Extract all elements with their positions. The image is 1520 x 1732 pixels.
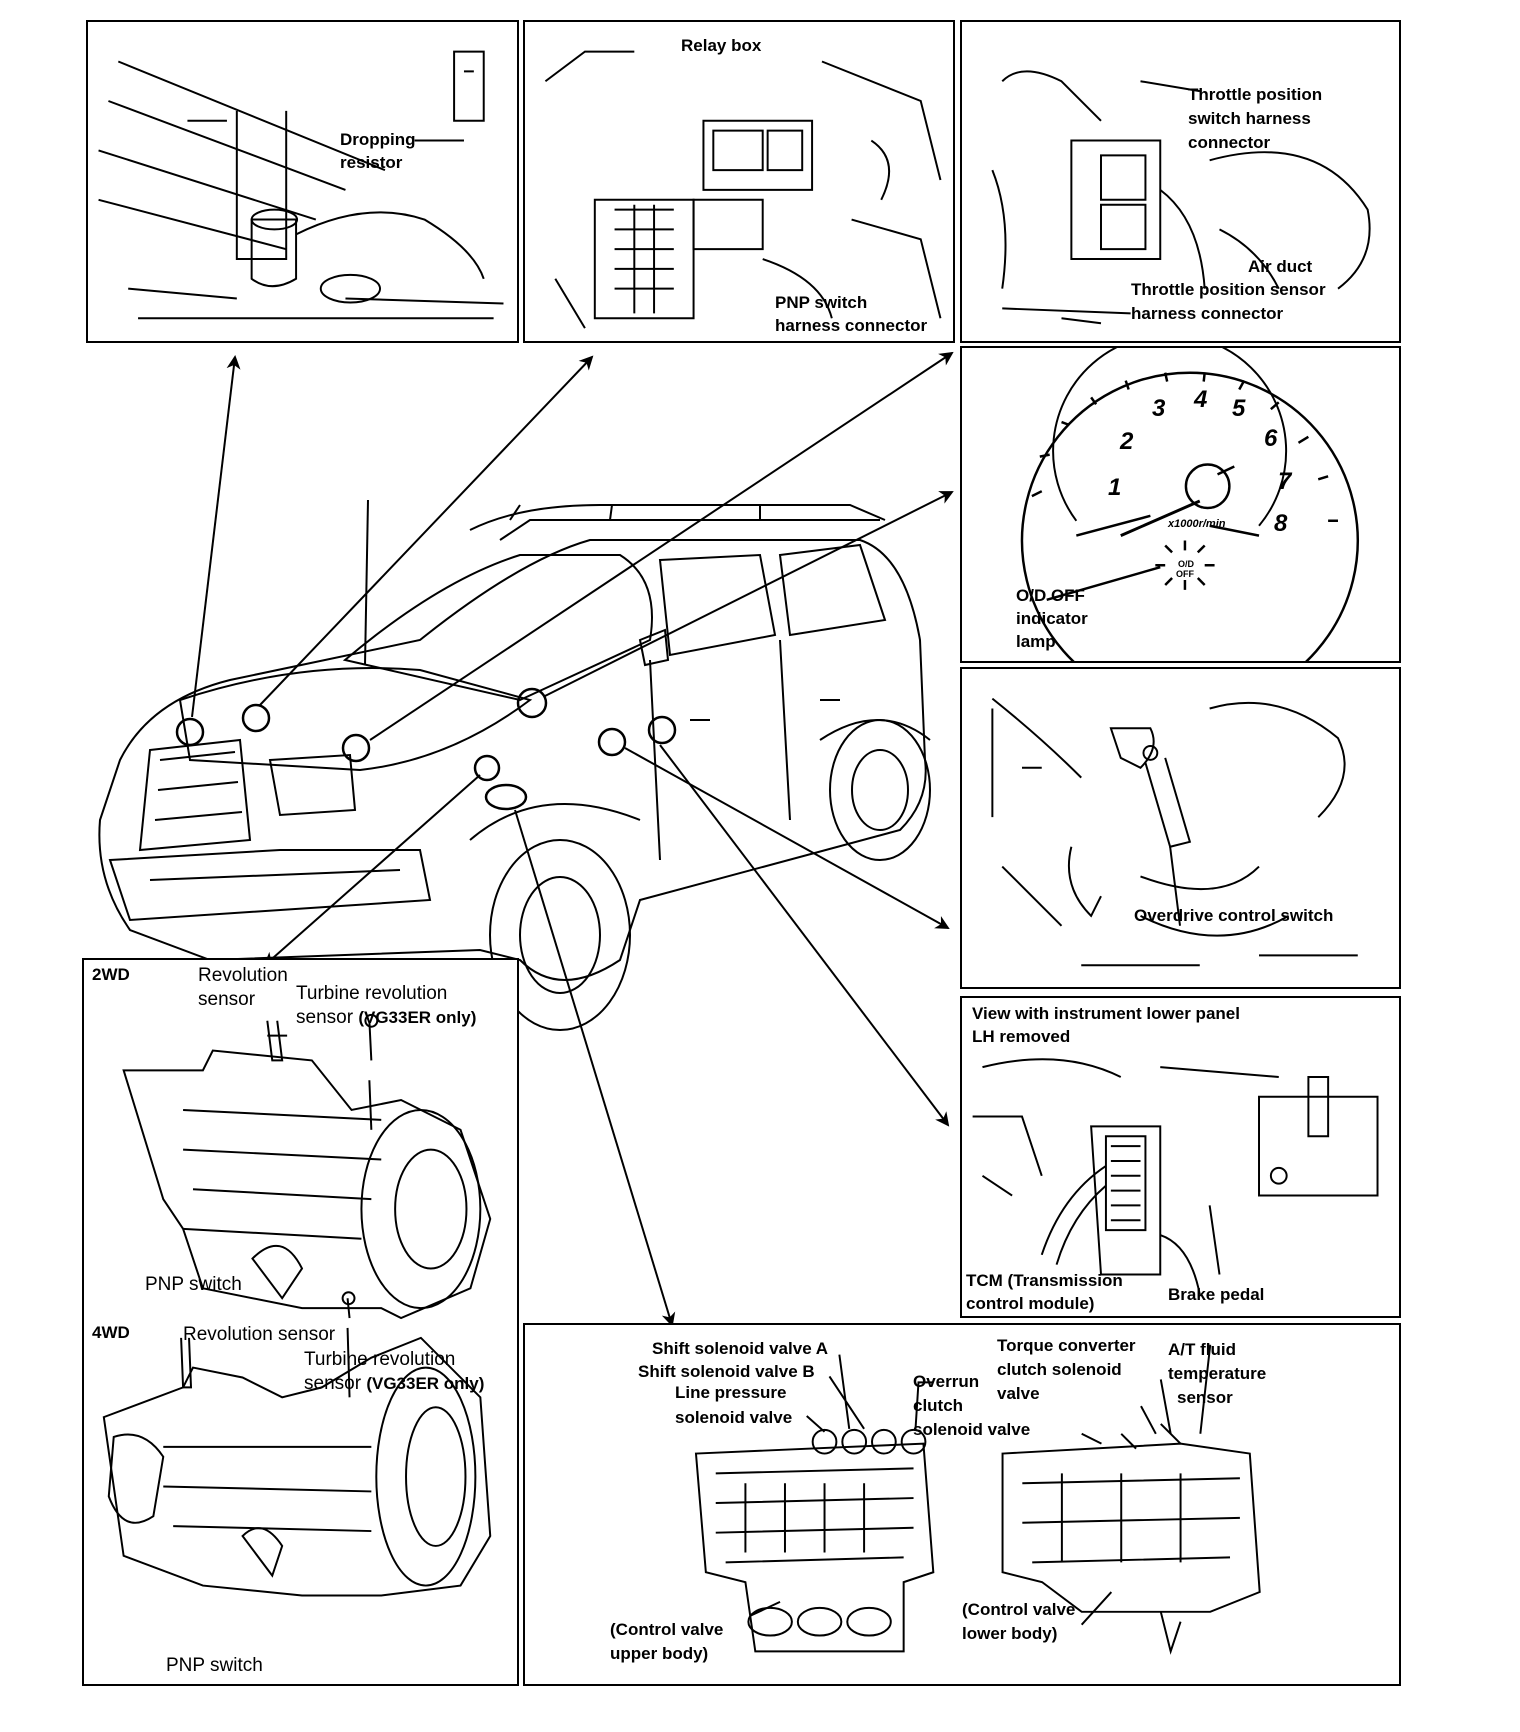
overrun-label-3: solenoid valve bbox=[913, 1420, 1031, 1439]
dropping-resistor-label-2: resistor bbox=[340, 153, 403, 172]
overrun-label-1: Overrun bbox=[913, 1372, 980, 1391]
tag-4wd: 4WD bbox=[92, 1323, 130, 1342]
rev-sensor-4wd-label: Revolution sensor bbox=[183, 1324, 336, 1345]
od-off-lamp-rays bbox=[1155, 540, 1215, 590]
panel-tcm: View with instrument lower panel LH remo… bbox=[960, 996, 1401, 1318]
tps-switch-label-2: switch harness bbox=[1188, 109, 1311, 128]
locator-tachometer bbox=[516, 687, 548, 719]
fluid-temp-label-1: A/T fluid bbox=[1168, 1340, 1236, 1359]
torque-converter-label-2: clutch solenoid bbox=[997, 1360, 1122, 1379]
arrow-to-throttle bbox=[369, 351, 954, 741]
arrow-to-relay-box bbox=[259, 355, 594, 706]
locator-relay-box bbox=[241, 703, 271, 733]
panel-throttle-position: Throttle position switch harness connect… bbox=[960, 20, 1401, 343]
air-duct-label: Air duct bbox=[1248, 257, 1313, 276]
relay-box-label: Relay box bbox=[681, 36, 762, 55]
locator-dropping-resistor bbox=[175, 717, 205, 747]
arrow-to-transmission bbox=[263, 774, 481, 967]
component-locators bbox=[175, 687, 677, 811]
dropping-resistor-label-1: Dropping bbox=[340, 130, 416, 149]
tcm-label-2: control module) bbox=[966, 1294, 1095, 1313]
tcm-header-1: View with instrument lower panel bbox=[972, 1004, 1240, 1023]
turbine-4wd-label-2: sensor (VG33ER only) bbox=[304, 1372, 484, 1396]
upper-body-label-1: (Control valve bbox=[610, 1620, 724, 1639]
turbine-2wd-label-1: Turbine revolution bbox=[296, 983, 448, 1004]
torque-converter-label-3: valve bbox=[997, 1384, 1040, 1403]
tcm-label-1: TCM (Transmission bbox=[966, 1271, 1123, 1290]
locator-tcm bbox=[647, 715, 677, 745]
tach-number-6: 6 bbox=[1264, 425, 1278, 452]
arrow-to-overdrive bbox=[624, 747, 950, 929]
tach-number-4: 4 bbox=[1194, 386, 1208, 413]
tach-number-7: 7 bbox=[1278, 468, 1292, 495]
arrow-to-dropping-resistor bbox=[191, 355, 241, 718]
panel-overdrive-switch: Overdrive control switch bbox=[960, 667, 1401, 989]
locator-overdrive bbox=[597, 727, 627, 757]
overdrive-switch-label: Overdrive control switch bbox=[1134, 906, 1334, 925]
arrow-to-tcm bbox=[659, 744, 950, 1127]
od-off-indicator-label-1: O/D OFF bbox=[1016, 586, 1085, 605]
od-off-indicator-label-3: lamp bbox=[1016, 632, 1056, 651]
pnp-harness-label-2: harness connector bbox=[775, 316, 928, 335]
panel-transmission: 2WD Revolution sensor Turbine revolution… bbox=[82, 958, 519, 1686]
locator-transmission bbox=[473, 754, 501, 782]
tcm-illustration bbox=[972, 1058, 1379, 1295]
fluid-temp-label-2: temperature bbox=[1168, 1364, 1267, 1383]
locator-control-valve bbox=[484, 783, 528, 811]
panel-dropping-resistor: Dropping resistor bbox=[86, 20, 519, 343]
rev-sensor-2wd-label-2: sensor bbox=[198, 989, 256, 1010]
turbine-4wd-label-1: Turbine revolution bbox=[304, 1349, 456, 1370]
panel-control-valve: Shift solenoid valve A Shift solenoid va… bbox=[523, 1323, 1401, 1686]
tach-unit: x1000r/min bbox=[1168, 518, 1226, 530]
tach-number-2: 2 bbox=[1120, 428, 1134, 455]
lower-body-label-2: lower body) bbox=[962, 1624, 1058, 1643]
overrun-label-2: clutch bbox=[913, 1396, 964, 1415]
pnp-switch-2wd-label: PNP switch bbox=[145, 1274, 242, 1295]
turbine-2wd-label-2: sensor (VG33ER only) bbox=[296, 1006, 476, 1030]
shift-solenoid-a-label: Shift solenoid valve A bbox=[652, 1339, 829, 1358]
upper-body-label-2: upper body) bbox=[610, 1644, 709, 1663]
od-off-lamp-text-1: O/D bbox=[1178, 559, 1195, 569]
panel-tachometer: 1 2 3 4 5 6 7 8 x1000r/min O/D OFF O/D O… bbox=[960, 346, 1401, 663]
line-pressure-label-2: solenoid valve bbox=[675, 1408, 793, 1427]
lower-body-label-1: (Control valve bbox=[962, 1600, 1076, 1619]
relay-box-illustration bbox=[544, 50, 942, 329]
tach-number-3: 3 bbox=[1152, 395, 1166, 422]
dropping-resistor-illustration bbox=[98, 50, 504, 320]
locator-throttle bbox=[341, 733, 371, 763]
turbine-2wd-sensor-word: sensor bbox=[296, 1007, 359, 1028]
shift-solenoid-b-label: Shift solenoid valve B bbox=[638, 1362, 815, 1381]
line-pressure-label-1: Line pressure bbox=[675, 1383, 787, 1402]
tcm-header-2: LH removed bbox=[972, 1027, 1071, 1046]
brake-pedal-label: Brake pedal bbox=[1168, 1285, 1265, 1304]
panel-relay-box: Relay box PNP switch harness connector bbox=[523, 20, 955, 343]
fluid-temp-label-3: sensor bbox=[1177, 1388, 1233, 1407]
tps-switch-label-3: connector bbox=[1188, 133, 1271, 152]
turbine-4wd-engine-note: (VG33ER only) bbox=[366, 1374, 485, 1393]
tps-switch-label-1: Throttle position bbox=[1188, 85, 1323, 104]
tach-number-8: 8 bbox=[1274, 510, 1288, 537]
torque-converter-label-1: Torque converter bbox=[997, 1336, 1136, 1355]
vehicle-drawing bbox=[98, 499, 931, 1031]
pnp-harness-label-1: PNP switch bbox=[775, 293, 868, 312]
tachometer-illustration bbox=[1020, 348, 1359, 661]
tps-sensor-label-1: Throttle position sensor bbox=[1131, 280, 1326, 299]
arrow-to-tachometer bbox=[544, 491, 954, 697]
pnp-switch-4wd-label: PNP switch bbox=[166, 1655, 263, 1676]
overdrive-switch-illustration bbox=[991, 697, 1358, 967]
control-valve-illustration bbox=[694, 1344, 1261, 1655]
tach-number-1: 1 bbox=[1108, 474, 1122, 501]
arrow-to-control-valve bbox=[514, 809, 676, 1327]
turbine-2wd-engine-note: (VG33ER only) bbox=[358, 1008, 477, 1027]
tach-number-5: 5 bbox=[1232, 395, 1246, 422]
transmission-illustration bbox=[102, 1013, 492, 1597]
turbine-4wd-sensor-word: sensor bbox=[304, 1373, 367, 1394]
od-off-indicator-label-2: indicator bbox=[1016, 609, 1088, 628]
tps-sensor-label-2: harness connector bbox=[1131, 304, 1284, 323]
rev-sensor-2wd-label-1: Revolution bbox=[198, 965, 288, 986]
tag-2wd: 2WD bbox=[92, 965, 130, 984]
throttle-illustration bbox=[991, 70, 1371, 325]
od-off-lamp-text-2: OFF bbox=[1176, 569, 1194, 579]
